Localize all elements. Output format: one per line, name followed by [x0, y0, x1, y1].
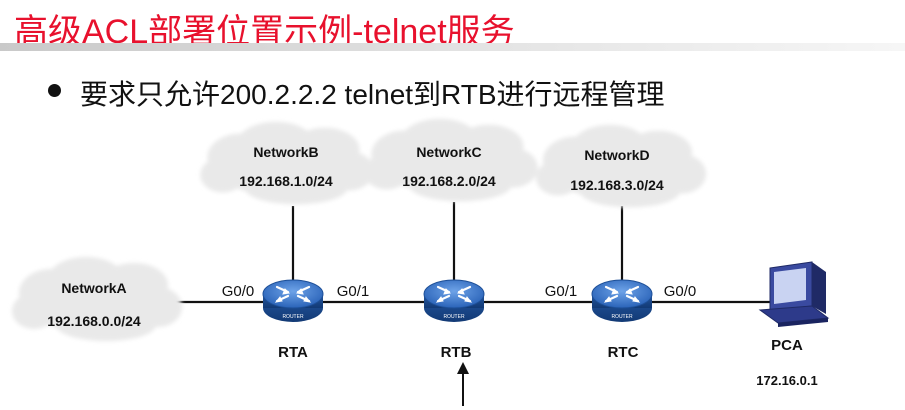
router-rtc: ROUTER: [590, 278, 654, 324]
networkc-subnet: 192.168.2.0/24: [402, 173, 496, 189]
networkd-name: NetworkD: [584, 147, 649, 163]
rta-label: RTA: [278, 344, 308, 361]
rtc-g00-label: G0/0: [664, 283, 697, 300]
rta-g01-label: G0/1: [337, 283, 370, 300]
networka-name: NetworkA: [61, 280, 126, 296]
rtb-label: RTB: [441, 344, 472, 361]
networkd-subnet: 192.168.3.0/24: [570, 177, 664, 193]
router-tag: ROUTER: [282, 314, 304, 320]
router-rtb: ROUTER: [422, 278, 486, 324]
requirement-text: 要求只允许200.2.2.2 telnet到RTB进行远程管理: [80, 79, 665, 110]
pca-ip: 172.16.0.1: [756, 373, 817, 388]
bullet-dot: [48, 84, 61, 97]
rta-g00-label: G0/0: [222, 283, 255, 300]
cloud-networkb: [200, 121, 374, 205]
pca-label: PCA: [771, 337, 803, 354]
arrow-to-rtb: [457, 362, 469, 406]
rtc-label: RTC: [608, 344, 639, 361]
router-tag: ROUTER: [443, 314, 465, 320]
networkc-name: NetworkC: [416, 144, 481, 160]
pca-computer-icon: [758, 261, 830, 327]
networkb-name: NetworkB: [253, 144, 318, 160]
networka-subnet: 192.168.0.0/24: [47, 313, 141, 329]
cloud-networkd: [536, 124, 706, 208]
router-tag: ROUTER: [611, 314, 633, 320]
title-underline: [0, 43, 905, 51]
rtc-g01-label: G0/1: [545, 283, 578, 300]
networkb-subnet: 192.168.1.0/24: [239, 173, 333, 189]
router-rta: ROUTER: [261, 278, 325, 324]
